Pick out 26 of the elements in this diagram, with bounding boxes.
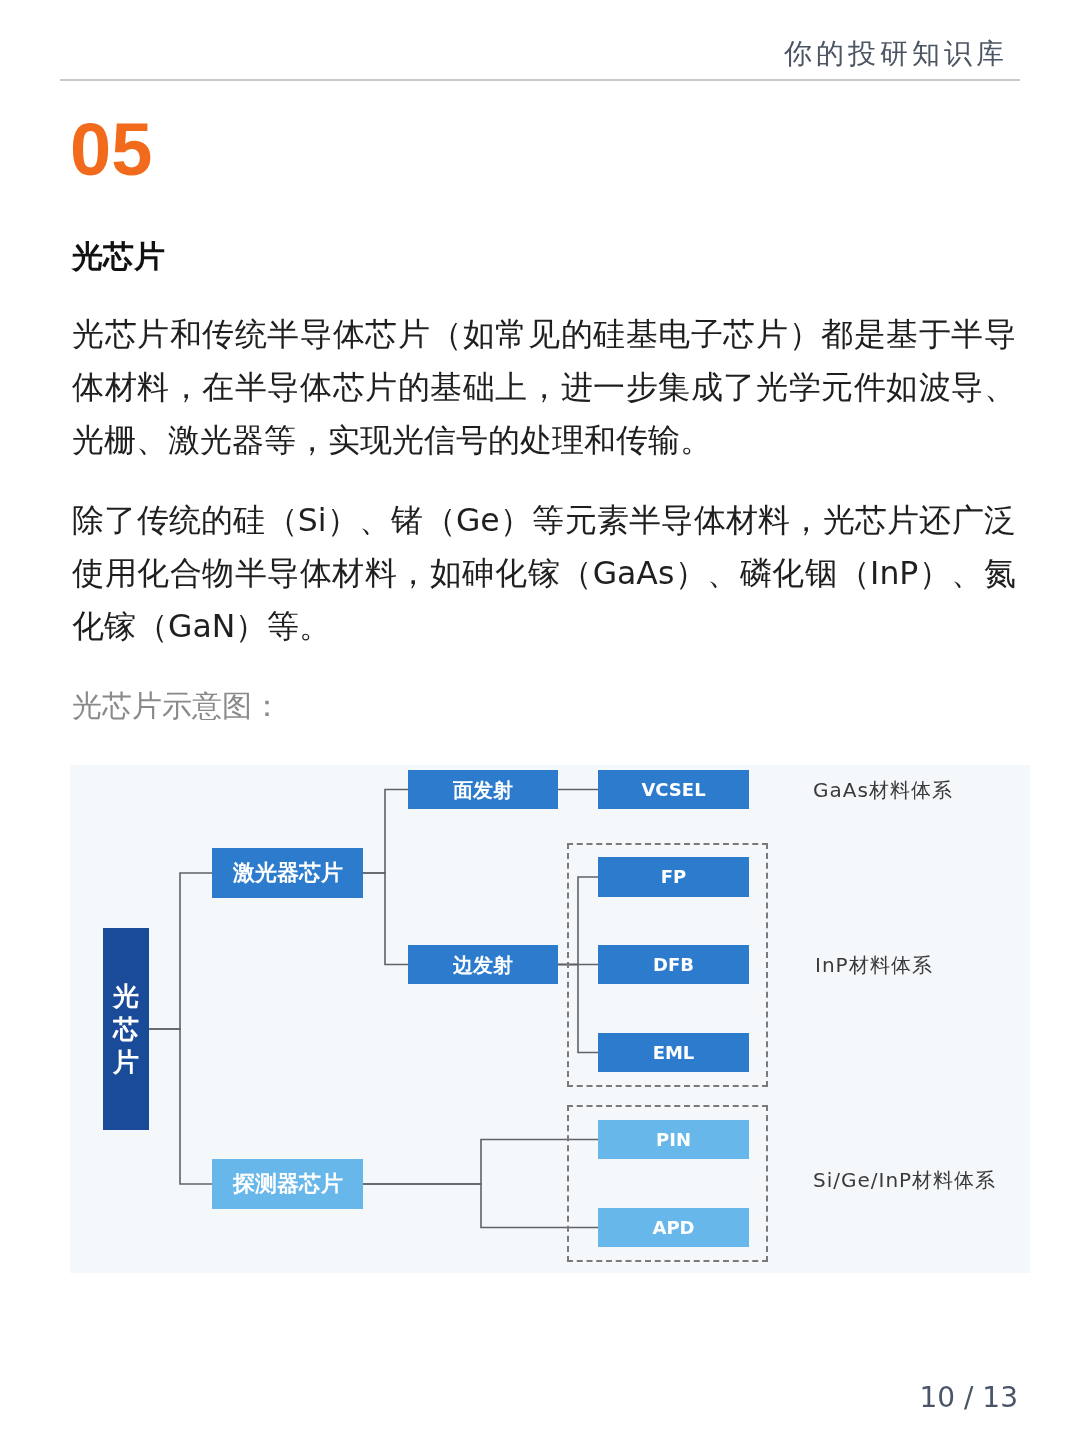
category-box: 探测器芯片 — [212, 1159, 363, 1209]
connector-line — [362, 872, 409, 966]
chip-type-box: DFB — [598, 945, 749, 984]
subcategory-box: 边发射 — [408, 945, 558, 984]
annotation-label: GaAs材料体系 — [813, 777, 953, 803]
header-tagline: 你的投研知识库 — [784, 36, 1008, 72]
section-number: 05 — [70, 110, 153, 190]
chip-type-box: FP — [598, 857, 749, 897]
root-box: 光芯片 — [103, 928, 149, 1130]
category-box: 激光器芯片 — [212, 848, 363, 898]
chip-type-box: APD — [598, 1208, 749, 1247]
connector-line — [362, 1183, 599, 1229]
figure-caption: 光芯片示意图： — [72, 687, 282, 725]
connector-line — [557, 963, 599, 1054]
connector-line — [148, 1028, 213, 1185]
group-label: InP材料体系 — [815, 952, 933, 978]
connector-line — [557, 788, 599, 791]
group-label: Si/Ge/InP材料体系 — [813, 1167, 997, 1193]
body-paragraph: 光芯片和传统半导体芯片（如常见的硅基电子芯片）都是基于半导体材料，在半导体芯片的基础上，进一步集成了光学元件如波导、光栅、激光器等，实现光信号的处理和传输。 — [72, 315, 1016, 460]
page-number: 10 / 13 — [919, 1380, 1018, 1416]
section-heading: 光芯片 — [72, 237, 165, 276]
subcategory-box: 面发射 — [408, 770, 558, 809]
chip-type-box: PIN — [598, 1120, 749, 1159]
chip-type-box: VCSEL — [598, 770, 749, 809]
chip-type-box: EML — [598, 1033, 749, 1072]
body-paragraph: 除了传统的硅（Si）、锗（Ge）等元素半导体材料，光芯片还广泛使用化合物半导体材料，如砷化镓（GaAs）、磷化铟（InP）、氮化镓（GaN）等。 — [72, 501, 1016, 646]
